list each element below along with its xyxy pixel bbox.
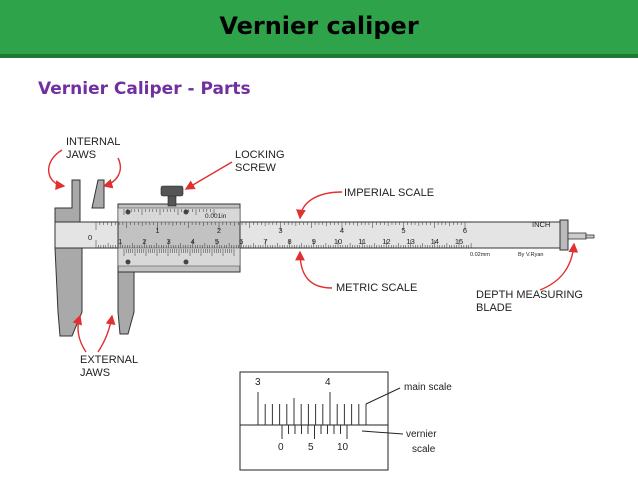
slider-screw: [125, 259, 131, 265]
metric-number: 1: [118, 237, 122, 246]
imperial-scale-numbers: 1 2 3 4 5 6: [155, 226, 467, 235]
arrow-metric-scale: [295, 250, 333, 289]
beam-zero-label: 0: [88, 233, 92, 242]
detail-inset-frame: [239, 371, 389, 471]
metric-number: 3: [167, 237, 171, 246]
vernier-scale-label-line1: vernier: [406, 429, 437, 440]
vernier-bottom-plate: [117, 247, 241, 267]
internal-jaws-label-line2: JAWS: [66, 149, 96, 161]
detail-vernier-number-10: 10: [337, 442, 349, 453]
detail-main-number-4: 4: [325, 377, 331, 388]
arrow-external-jaw-left: [72, 314, 87, 353]
main-scale-label: main scale: [404, 382, 452, 393]
slider-screw: [183, 209, 189, 215]
title-bar: [0, 0, 638, 58]
depth-blade-label-line1: DEPTH MEASURING: [476, 289, 583, 301]
credit-text: By V.Ryan: [518, 252, 543, 258]
vernier-top-plate: [117, 207, 241, 223]
vernier-imperial-resolution: 0.001in: [205, 213, 227, 220]
vernier-scale-label-line2: scale: [412, 444, 436, 455]
title-bar-underline: [0, 54, 638, 58]
locking-screw-head: [160, 185, 184, 197]
metric-number: 6: [239, 237, 243, 246]
main-scale-ticks: [95, 222, 472, 248]
arrow-internal-jaw-left: [48, 149, 66, 190]
locking-screw-label-line1: LOCKING: [235, 149, 285, 161]
arrow-external-jaw-right: [97, 314, 116, 353]
fixed-jaw: [54, 179, 83, 337]
locking-screw-label-line2: SCREW: [235, 162, 277, 174]
imperial-number: 5: [401, 226, 405, 235]
metric-number: 10: [334, 237, 342, 246]
detail-main-scale-ticks: [257, 392, 367, 425]
external-jaws-label-line1: EXTERNAL: [80, 354, 138, 366]
imperial-number: 2: [217, 226, 221, 235]
imperial-number: 6: [463, 226, 467, 235]
detail-main-number-3: 3: [255, 377, 261, 388]
page-subtitle: Vernier Caliper - Parts: [38, 79, 251, 99]
metric-number: 13: [406, 237, 414, 246]
depth-measuring-blade: [567, 232, 587, 240]
metric-number: 12: [382, 237, 390, 246]
metric-number: 9: [312, 237, 316, 246]
vernier-metric-resolution: 0.02mm: [470, 252, 490, 258]
metric-number: 8: [288, 237, 292, 246]
slider-screw: [125, 209, 131, 215]
metric-number: 5: [215, 237, 219, 246]
depth-blade-tip: [585, 234, 595, 239]
vernier-ticks: [123, 209, 235, 256]
beam-end-cap: [559, 219, 569, 251]
metric-number: 2: [142, 237, 146, 246]
arrow-internal-jaw-right: [102, 157, 122, 189]
main-scale-pointer: [365, 387, 401, 405]
imperial-number: 1: [155, 226, 159, 235]
detail-vernier-scale-ticks: [281, 425, 348, 439]
inch-unit-label: INCH: [532, 220, 550, 229]
page-title: Vernier caliper: [219, 12, 419, 40]
metric-number: 15: [455, 237, 463, 246]
metric-number: 14: [431, 237, 439, 246]
arrow-imperial-scale: [296, 191, 343, 220]
arrow-depth-blade: [539, 242, 579, 291]
internal-jaws-label-line1: INTERNAL: [66, 136, 120, 148]
detail-vernier-number-5: 5: [308, 442, 314, 453]
slider-screw: [183, 259, 189, 265]
depth-blade-label-line2: BLADE: [476, 302, 512, 314]
vernier-scale-pointer: [361, 430, 404, 435]
metric-scale-label: METRIC SCALE: [336, 282, 417, 294]
imperial-number: 3: [278, 226, 282, 235]
arrow-locking-screw: [184, 161, 233, 190]
metric-number: 7: [263, 237, 267, 246]
metric-number: 4: [191, 237, 195, 246]
detail-vernier-number-0: 0: [278, 442, 284, 453]
external-jaws-label-line2: JAWS: [80, 367, 110, 379]
imperial-number: 4: [340, 226, 344, 235]
metric-number: 11: [358, 237, 366, 246]
imperial-scale-label: IMPERIAL SCALE: [344, 187, 434, 199]
